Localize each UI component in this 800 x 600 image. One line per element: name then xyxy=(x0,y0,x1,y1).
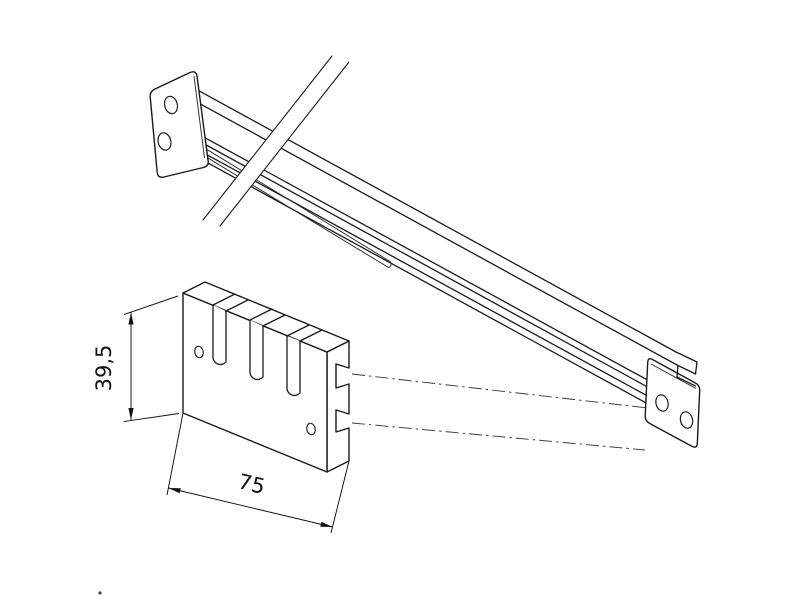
end-bracket-left xyxy=(149,71,209,178)
projection-centerlines xyxy=(351,373,649,451)
rail-end-top-edge xyxy=(675,351,698,363)
height-extension-line-top xyxy=(123,295,179,315)
rail-lower-edge-1 xyxy=(197,133,656,385)
block-hole-left xyxy=(194,345,204,359)
rail-end-under-edge xyxy=(676,364,697,375)
rail-lower-edge-3 xyxy=(199,150,656,401)
slotted-insert-block xyxy=(182,281,350,473)
rail-end-right-edge xyxy=(694,361,698,375)
block-slot-top-openings xyxy=(212,293,323,342)
break-line-right xyxy=(219,61,350,227)
inner-rod xyxy=(199,144,392,268)
rail-bottom-edge xyxy=(200,158,656,409)
rail-end-step-vertical xyxy=(676,365,679,378)
page-dot xyxy=(98,591,102,595)
length-extension-line-right xyxy=(330,460,350,534)
block-hole-right xyxy=(306,422,316,436)
dimension-height: 39,5 xyxy=(92,295,180,422)
rail-lower-edge-2 xyxy=(198,140,656,392)
block-slot-1 xyxy=(212,305,227,366)
rail-assembly xyxy=(149,55,701,448)
slot3-opening-left xyxy=(286,324,310,337)
length-dimension-label: 75 xyxy=(236,469,268,499)
end-bracket-left-hole-upper xyxy=(163,95,179,115)
slot3-opening-right xyxy=(299,329,323,342)
slot2-opening-right xyxy=(262,314,286,327)
length-extension-line-left xyxy=(166,412,184,496)
projection-line-upper xyxy=(351,373,649,409)
end-bracket-right-hole-lower xyxy=(679,411,694,429)
projection-line-lower xyxy=(351,422,646,451)
rail-end-profile xyxy=(675,351,698,387)
block-end-face-grooved xyxy=(326,340,350,473)
height-extension-line-bottom xyxy=(123,413,180,422)
end-bracket-left-bend-line xyxy=(193,75,205,159)
slot1-opening-left xyxy=(212,293,236,306)
rail-end-step-bottom xyxy=(676,376,697,387)
rod-top-line xyxy=(199,144,391,262)
block-slot-2 xyxy=(249,320,264,381)
break-gap-mask xyxy=(203,56,349,226)
end-bracket-left-hole-lower xyxy=(157,132,172,151)
slot1-opening-right xyxy=(225,299,249,312)
length-dimension-line xyxy=(168,487,333,528)
block-slot-3 xyxy=(286,336,301,397)
end-bracket-right-bend-line xyxy=(650,363,697,389)
rod-bottom-line xyxy=(199,152,389,268)
end-bracket-left-plate xyxy=(149,71,209,178)
dimension-length: 75 xyxy=(166,412,350,534)
end-bracket-right-hole-upper xyxy=(655,394,669,412)
break-line-left xyxy=(202,55,333,221)
rod-end-cap xyxy=(388,261,392,268)
slot2-opening-left xyxy=(249,308,273,321)
height-dimension-label: 39,5 xyxy=(92,345,116,392)
